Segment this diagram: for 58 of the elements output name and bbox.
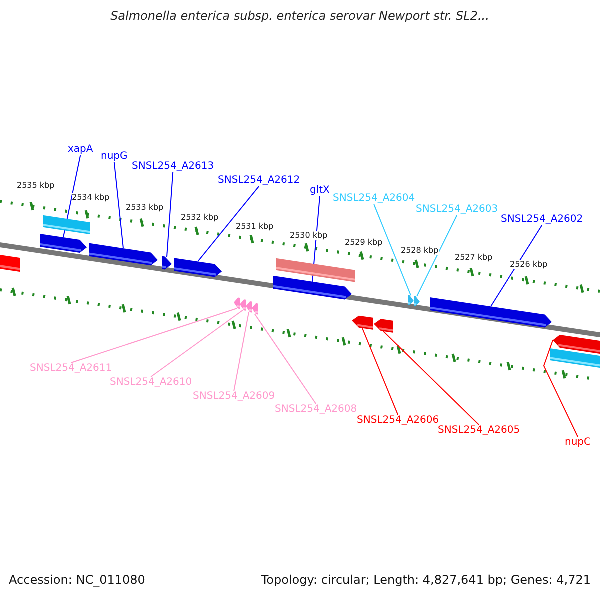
gene-label: SNSL254_A2613 — [132, 161, 214, 172]
leader-line — [166, 172, 174, 258]
gene-feature — [252, 303, 258, 315]
gene-label: SNSL254_A2608 — [275, 404, 358, 416]
leader-line — [383, 331, 480, 426]
scale-label: 2527 kbp — [455, 253, 493, 262]
leader-line — [234, 312, 250, 392]
scale-label: 2528 kbp — [401, 246, 439, 256]
scale-label: 2531 kbp — [236, 222, 274, 232]
gene-label: xapA — [68, 144, 94, 156]
scale-label: 2530 kbp — [290, 231, 328, 240]
gene-feature — [40, 234, 87, 253]
gene-label: SNSL254_A2604 — [333, 193, 416, 204]
scale-label: 2529 kbp — [345, 238, 383, 248]
gene-label: SNSL254_A2612 — [218, 175, 300, 186]
gene-feature — [234, 298, 240, 309]
map-title: Salmonella enterica subsp. enterica serovar Newport str. SL2... — [110, 10, 490, 24]
gene-feature — [352, 316, 373, 330]
gene-label: SNSL254_A2602 — [501, 214, 584, 226]
gene-label: nupG — [101, 151, 128, 162]
gene-label: SNSL254_A2606 — [357, 415, 440, 426]
leader-line — [362, 328, 399, 416]
gene-feature — [430, 298, 552, 328]
gene-feature — [414, 296, 420, 306]
gene-label: gltX — [310, 185, 330, 196]
gene-label: SNSL254_A2605 — [438, 425, 520, 436]
leader-line — [490, 225, 543, 308]
gene-block — [43, 215, 90, 234]
topology-text: Topology: circular; Length: 4,827,641 bp; Genes: 4,721 — [261, 574, 591, 588]
gene-feature — [174, 258, 222, 278]
gene-feature — [374, 319, 393, 333]
gene-label: SNSL254_A2603 — [416, 204, 498, 216]
leader-line — [543, 340, 578, 438]
gene-feature — [240, 300, 246, 311]
gene-feature — [89, 243, 158, 266]
scale-label: 2526 kbp — [510, 260, 548, 270]
gene-label: SNSL254_A2609 — [193, 391, 276, 402]
gene-block — [276, 258, 355, 282]
scale-label: 2532 kbp — [181, 213, 219, 222]
leader-line — [114, 162, 124, 249]
gene-label: nupC — [565, 437, 592, 448]
scale-label: 2534 kbp — [72, 193, 110, 202]
gene-feature — [408, 295, 414, 306]
scale-label: 2535 kbp — [17, 181, 55, 190]
leader-line — [150, 310, 244, 378]
leader-line — [254, 314, 317, 404]
gene-feature — [553, 335, 600, 354]
gene-feature — [162, 256, 172, 270]
leader-line — [198, 186, 260, 262]
accession-text: Accession: NC_011080 — [9, 574, 146, 588]
gene-feature — [246, 302, 252, 313]
scale-label: 2533 kbp — [126, 203, 164, 212]
gene-label: SNSL254_A2611 — [30, 363, 112, 374]
gene-label: SNSL254_A2610 — [110, 377, 192, 388]
leader-line — [374, 204, 412, 296]
gene-block — [0, 254, 20, 272]
leader-line — [70, 308, 238, 364]
leader-line — [416, 215, 458, 298]
